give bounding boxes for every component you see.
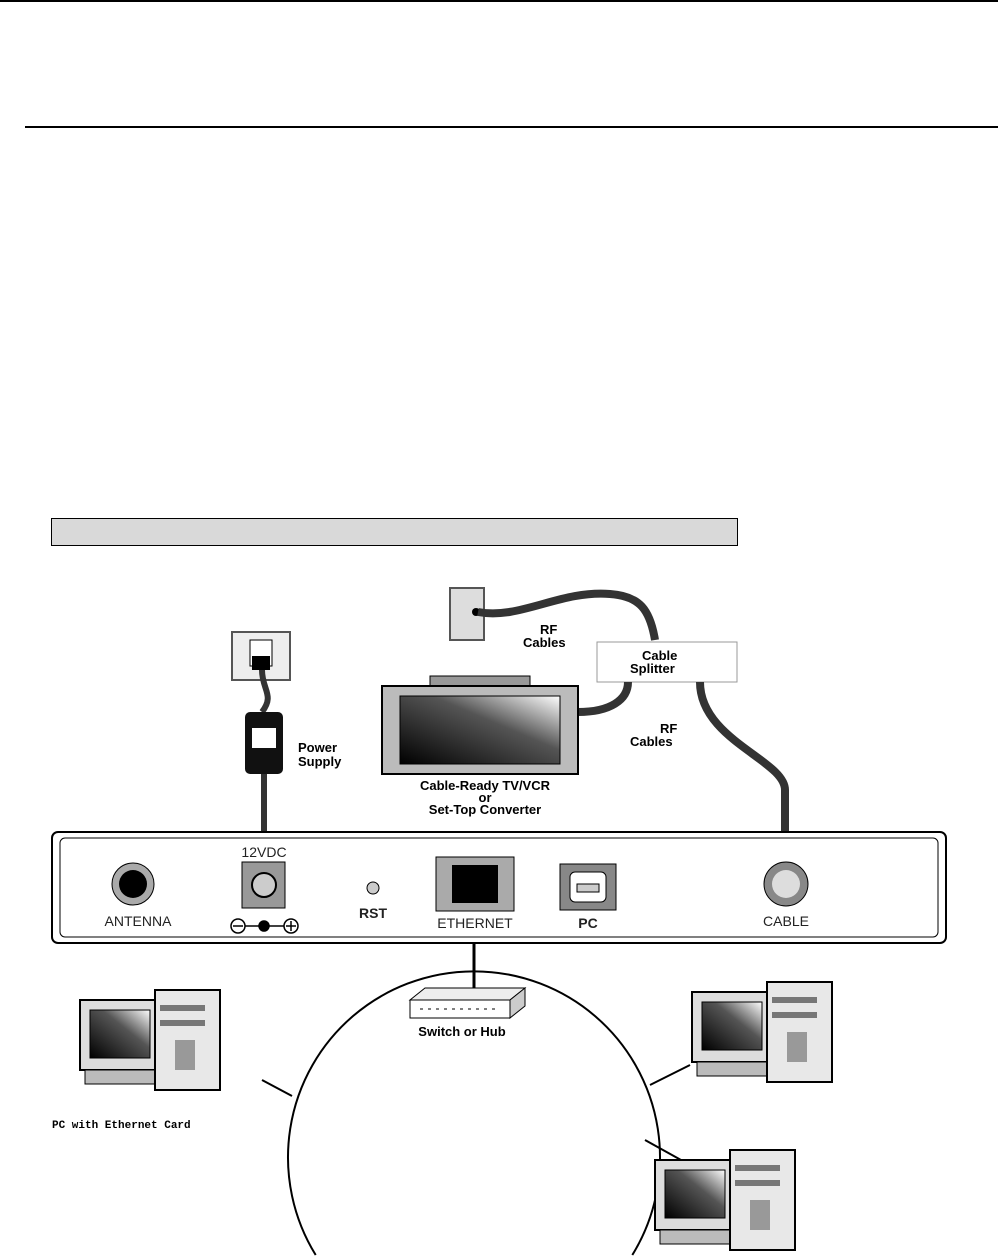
power-port-label: 12VDC (241, 844, 286, 860)
power-cord (259, 669, 271, 714)
cable-splitter (596, 641, 738, 683)
header-rule (25, 126, 998, 128)
cable-port (763, 861, 809, 907)
switch-hub-icon (408, 986, 527, 1020)
pc-icon-left (79, 989, 221, 1091)
antenna-label: ANTENNA (105, 913, 173, 929)
lan-link-right-top (649, 1064, 691, 1086)
rf-cable-tv (577, 681, 632, 716)
ethernet-port (435, 856, 515, 912)
power-port (241, 861, 286, 909)
lan-ring (287, 970, 661, 1256)
power-supply-label-1: Power (298, 740, 337, 755)
ethernet-label: ETHERNET (437, 915, 513, 931)
pc-ethernet-card-label: PC with Ethernet Card (52, 1120, 191, 1132)
rf-cable-wall (477, 589, 659, 641)
tv-label-2: or (479, 790, 492, 805)
rf-cable-modem (696, 681, 789, 832)
rst-label: RST (359, 905, 387, 921)
power-supply-label-2: Supply (298, 754, 342, 769)
rf-cables-top-label-2: Cables (523, 635, 566, 650)
usb-port (559, 863, 617, 911)
pc-icon-right-bottom (654, 1149, 796, 1251)
polarity-symbol (230, 918, 299, 934)
lan-link-left (261, 1079, 293, 1097)
switch-label: Switch or Hub (418, 1024, 505, 1039)
tv-label-3: Set-Top Converter (429, 802, 541, 817)
antenna-port (111, 862, 155, 906)
tv-icon (381, 675, 579, 775)
reset-button (366, 881, 380, 895)
rf-cables-bottom-label-2: Cables (630, 734, 673, 749)
rf-cables-bottom-label-1: RF (660, 721, 677, 736)
figure-caption-bar (51, 518, 738, 546)
tv-label-1: Cable-Ready TV/VCR (420, 778, 551, 793)
cable-label: CABLE (763, 913, 809, 929)
cable-splitter-label-1: Cable (642, 648, 677, 663)
pc-port-label: PC (578, 915, 597, 931)
pc-icon-right-top (691, 981, 833, 1083)
rf-cables-top-label-1: RF (540, 622, 557, 637)
cable-splitter-label-2: Splitter (630, 661, 675, 676)
power-adapter-icon (245, 712, 283, 774)
header-rule-top (0, 0, 998, 2)
